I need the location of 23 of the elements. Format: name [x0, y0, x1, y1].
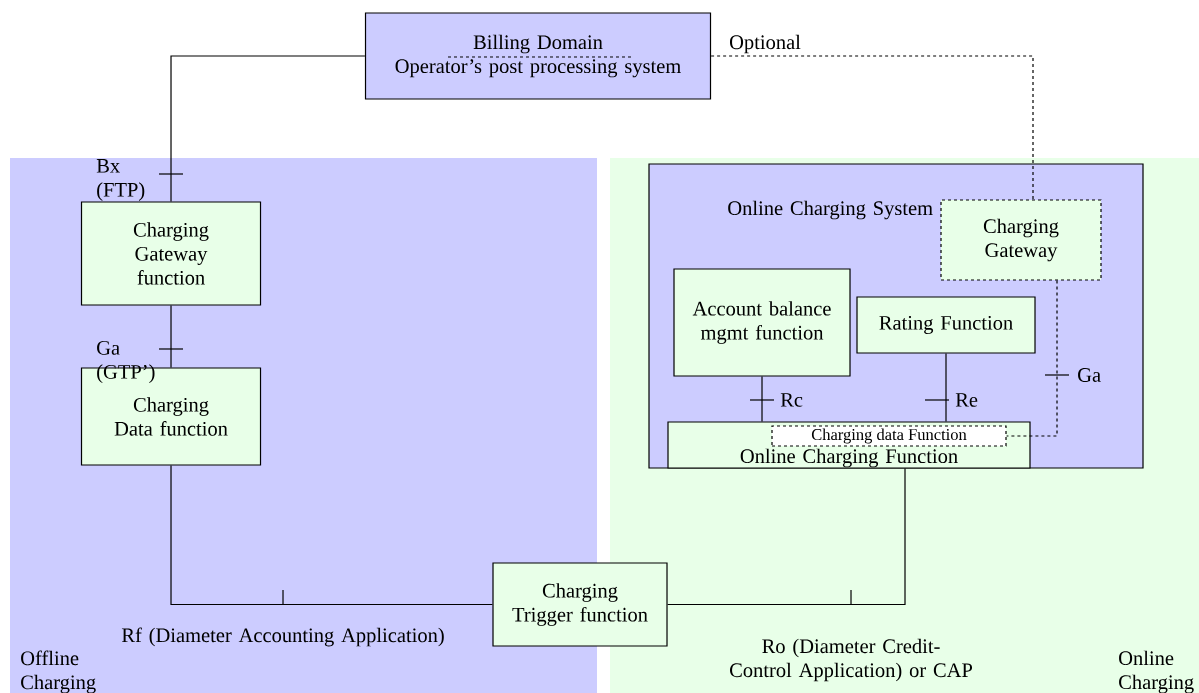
function-box: Charging Gateway function	[80, 201, 262, 306]
connector	[170, 465, 493, 606]
connector	[667, 468, 906, 606]
connector	[749, 376, 775, 422]
connector	[924, 353, 950, 422]
trigger-box: Charging Trigger function	[492, 562, 668, 647]
edge-label: Ga (GTP’)	[97, 341, 155, 383]
function-box: Account balance mgmt function	[673, 268, 851, 377]
connector	[1006, 280, 1070, 437]
edge-label: Ro (Diameter Credit-Control Application) or CAP	[730, 638, 973, 682]
edge-label: Rf (Diameter Accounting Application)	[121, 627, 444, 647]
connector	[158, 305, 184, 368]
billing-box: Billing Domain Operator’s post processing system	[364, 12, 712, 100]
edge-label: Re	[955, 393, 978, 407]
gateway-box: Charging Gateway	[940, 199, 1102, 281]
edge-label: Rc	[780, 393, 803, 407]
edge-label: Bx (FTP)	[96, 159, 145, 201]
function-box: Charging data Function	[771, 425, 1007, 447]
edge-label: Optional	[730, 34, 801, 54]
function-box: Rating Function	[856, 296, 1036, 354]
edge-label: Ga	[1078, 368, 1101, 382]
connector	[158, 55, 366, 202]
connector	[710, 55, 1034, 200]
